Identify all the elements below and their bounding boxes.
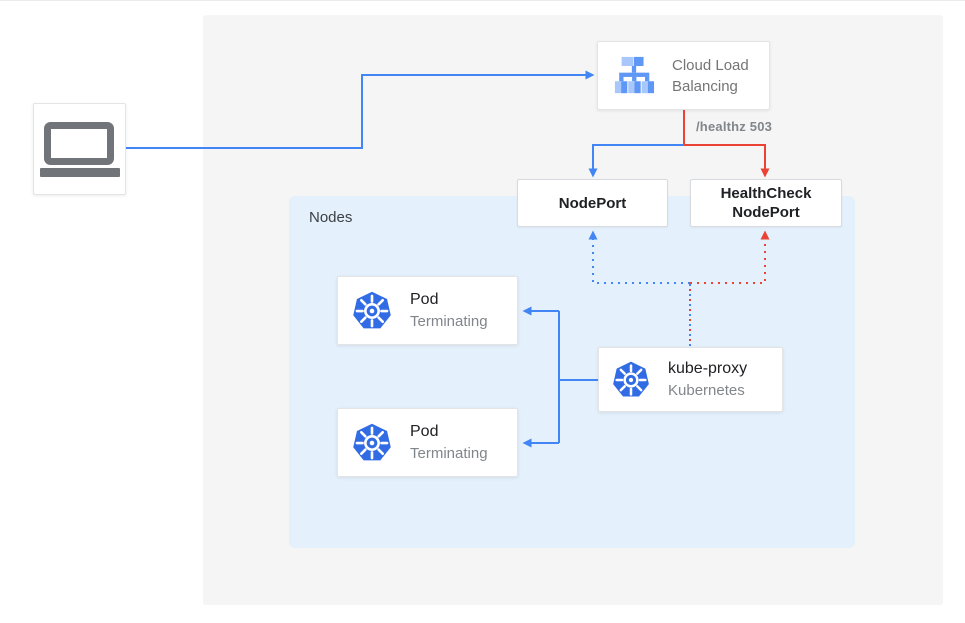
cloud-load-balancing-icon [611,55,657,97]
kube-proxy-card: kube-proxy Kubernetes [598,347,783,412]
cloud-load-balancing-card: Cloud Load Balancing [597,41,770,110]
client-device-card [33,103,126,195]
nodes-panel-label: Nodes [309,209,353,226]
pod-card: Pod Terminating [337,408,518,477]
pod-card: Pod Terminating [337,276,518,345]
kubernetes-icon [351,422,393,464]
kubernetes-icon [611,360,651,400]
pod-title: Pod [410,291,439,308]
kubernetes-icon [351,290,393,332]
kube-proxy-subtitle: Kubernetes [668,382,745,399]
healthcheck-nodeport-box: HealthCheck NodePort [690,179,842,227]
nodeport-box: NodePort [517,179,668,227]
pod-status: Terminating [410,313,488,330]
laptop-icon [39,121,120,177]
healthz-503-label: /healthz 503 [696,119,773,134]
pod-status: Terminating [410,445,488,462]
top-divider [0,0,965,1]
pod-title: Pod [410,423,439,440]
cloud-load-balancing-label: Cloud Load Balancing [672,56,749,95]
kube-proxy-title: kube-proxy [668,360,748,377]
